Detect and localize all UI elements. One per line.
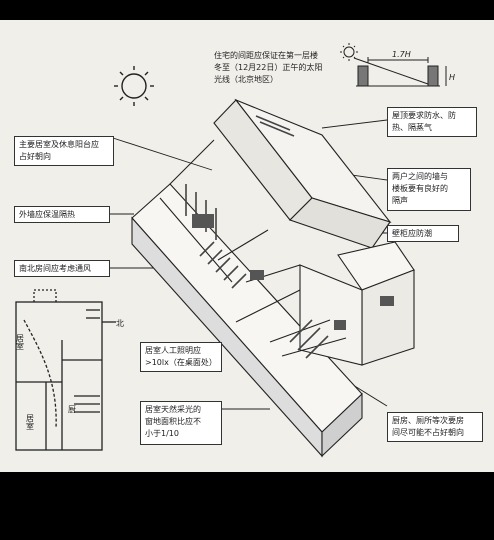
callout-kitchen-toilet: 厨房、厕所等次要房 间尽可能不占好朝向 xyxy=(387,412,483,442)
plan-bedroom-2-label: 居室 xyxy=(26,414,35,430)
plan-kitchen-label: 厨 xyxy=(68,405,76,414)
building-isometric xyxy=(131,98,415,458)
callout-partition-wall: 两户之间的墙与 楼板要有良好的 隔声 xyxy=(387,168,471,211)
plan-bedroom-1-label: 居室 xyxy=(16,334,25,350)
callout-natural-light: 居室天然采光的 窗地面积比应不 小于1/10 xyxy=(140,401,222,445)
callout-roof: 屋顶要求防水、防 热、隔蒸气 xyxy=(387,107,477,137)
callout-exterior-wall: 外墙应保温隔热 xyxy=(14,206,110,223)
h-label: H xyxy=(449,73,455,82)
sun-icon xyxy=(114,66,154,106)
top-note: 住宅的间距应保证在第一层楼 冬至（12月22日）正午的太阳 光线（北京地区） xyxy=(214,51,323,84)
sun-angle-diagram xyxy=(340,43,447,87)
callout-cabinet: 壁柜应防潮 xyxy=(387,225,459,242)
callout-bedroom-orientation: 主要居室及休息阳台应 占好朝向 xyxy=(14,136,114,166)
floor-plan xyxy=(15,289,116,451)
drawing: 1.7H H xyxy=(15,43,455,458)
callout-artificial-light: 居室人工照明应 >10lx（在桌面处） xyxy=(140,342,222,372)
furniture xyxy=(192,214,394,330)
building-detail-hatching xyxy=(185,115,329,359)
callout-ventilation: 南北房间应考虑通风 xyxy=(14,260,110,277)
diagram-page: 1.7H H xyxy=(0,20,494,472)
plan-north-label: 北 xyxy=(116,319,124,328)
dim-label: 1.7H xyxy=(392,50,411,59)
